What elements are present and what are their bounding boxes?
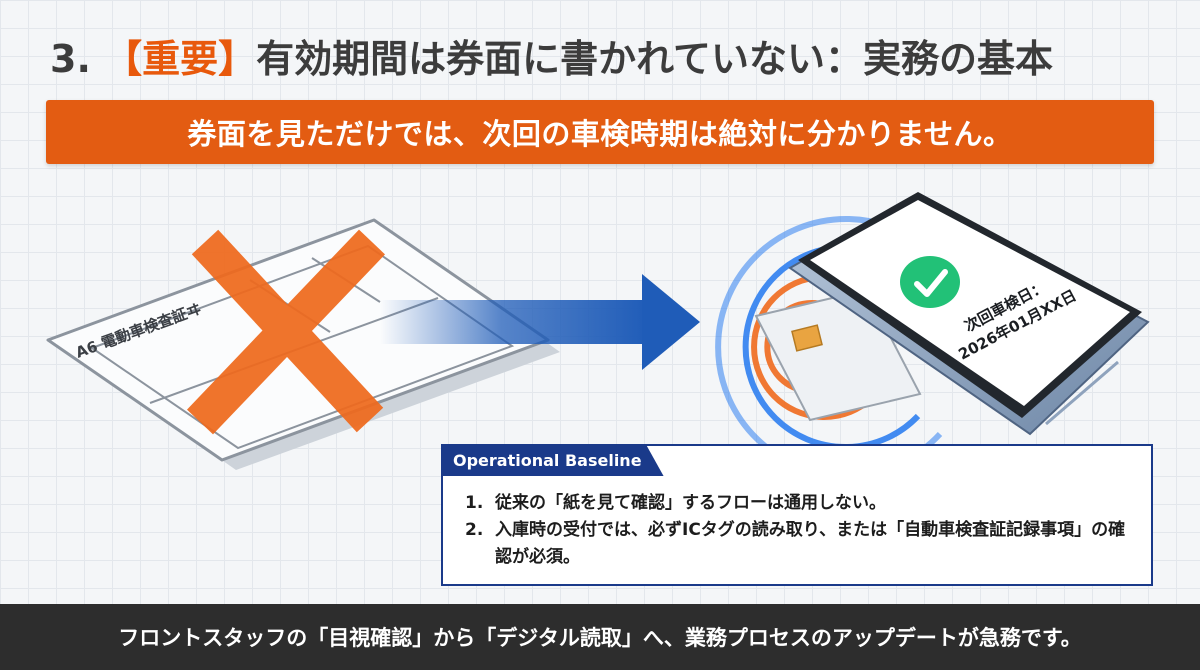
illustration: A6 電動車検査証ヰ 次回車検日： 2026年01月XX日: [46, 192, 1150, 478]
baseline-item-1: 1. 従来の「紙を見て確認」するフローは通用しない。: [465, 490, 1133, 517]
baseline-item-2: 2. 入庫時の受付では、必ずICタグの読み取り、または「自動車検査証記録事項」の…: [465, 517, 1133, 571]
footer-caption: フロントスタッフの「目視確認」から「デジタル読取」へ、業務プロセスのアップデート…: [0, 604, 1200, 670]
title-highlight: 【重要】: [104, 37, 257, 81]
title-rest: 有効期間は券面に書かれていない：実務の基本: [256, 37, 1053, 81]
baseline-item-text: 従来の「紙を見て確認」するフローは通用しない。: [495, 493, 886, 513]
baseline-heading: Operational Baseline: [441, 444, 664, 476]
smartphone-icon: 次回車検日： 2026年01月XX日: [788, 192, 1150, 436]
check-icon: [900, 256, 960, 308]
warning-banner: 券面を見ただけでは、次回の車検時期は絶対に分かりません。: [46, 100, 1154, 164]
baseline-item-number: 2.: [465, 520, 484, 540]
baseline-item-number: 1.: [465, 493, 484, 513]
operational-baseline-box: Operational Baseline 1. 従来の「紙を見て確認」するフロー…: [441, 444, 1153, 586]
arrow-right-icon: [380, 274, 700, 370]
baseline-list: 1. 従来の「紙を見て確認」するフローは通用しない。 2. 入庫時の受付では、必…: [465, 490, 1133, 571]
footer-text: フロントスタッフの「目視確認」から「デジタル読取」へ、業務プロセスのアップデート…: [118, 626, 1082, 650]
page-title: 3. 【重要】有効期間は券面に書かれていない：実務の基本: [50, 28, 1160, 83]
baseline-item-text: 入庫時の受付では、必ずICタグの読み取り、または「自動車検査証記録事項」の確認が…: [495, 520, 1126, 567]
title-prefix: 3.: [50, 37, 105, 81]
cross-icon: [186, 229, 386, 435]
ic-chip-icon: [791, 324, 823, 352]
banner-text: 券面を見ただけでは、次回の車検時期は絶対に分かりません。: [187, 117, 1013, 151]
